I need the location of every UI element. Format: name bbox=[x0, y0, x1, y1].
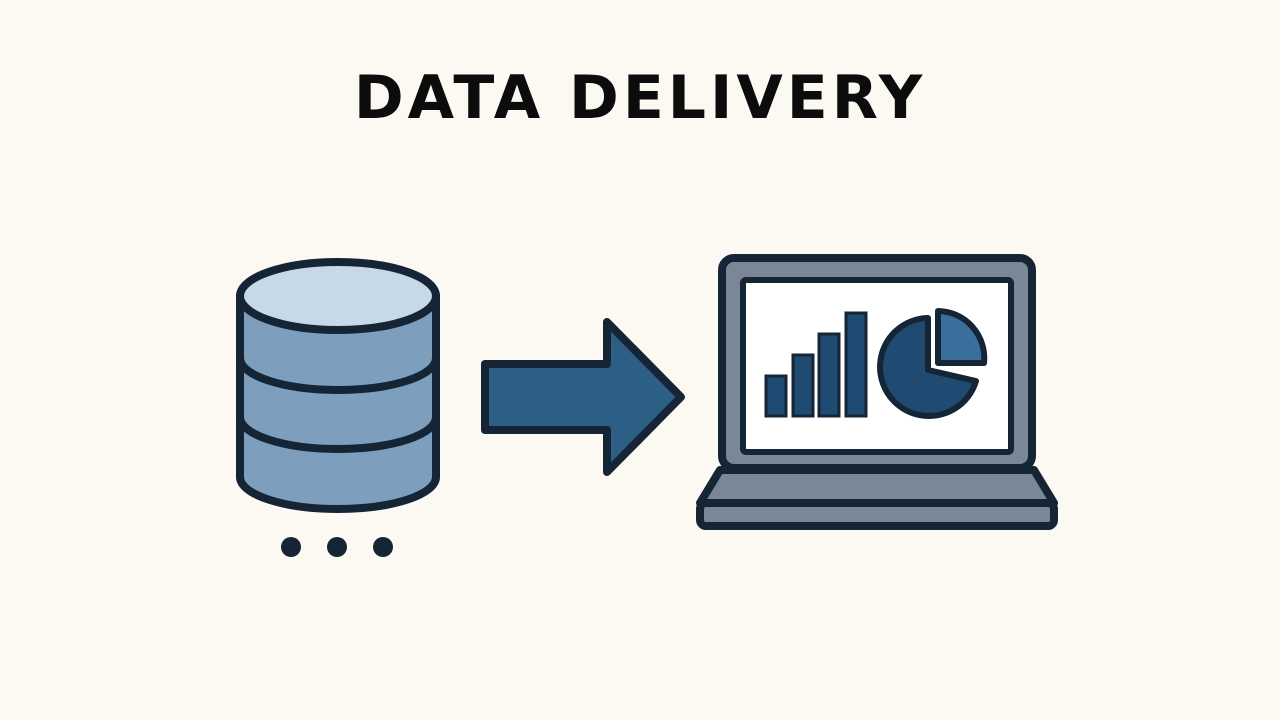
ellipsis-icon bbox=[281, 537, 393, 557]
laptop-icon bbox=[696, 254, 1058, 530]
database-icon bbox=[236, 258, 440, 513]
pie-chart-icon bbox=[877, 308, 988, 419]
right-arrow-icon bbox=[481, 318, 685, 476]
diagram-title: DATA DELIVERY bbox=[353, 63, 927, 133]
bar-chart-icon bbox=[764, 311, 868, 418]
